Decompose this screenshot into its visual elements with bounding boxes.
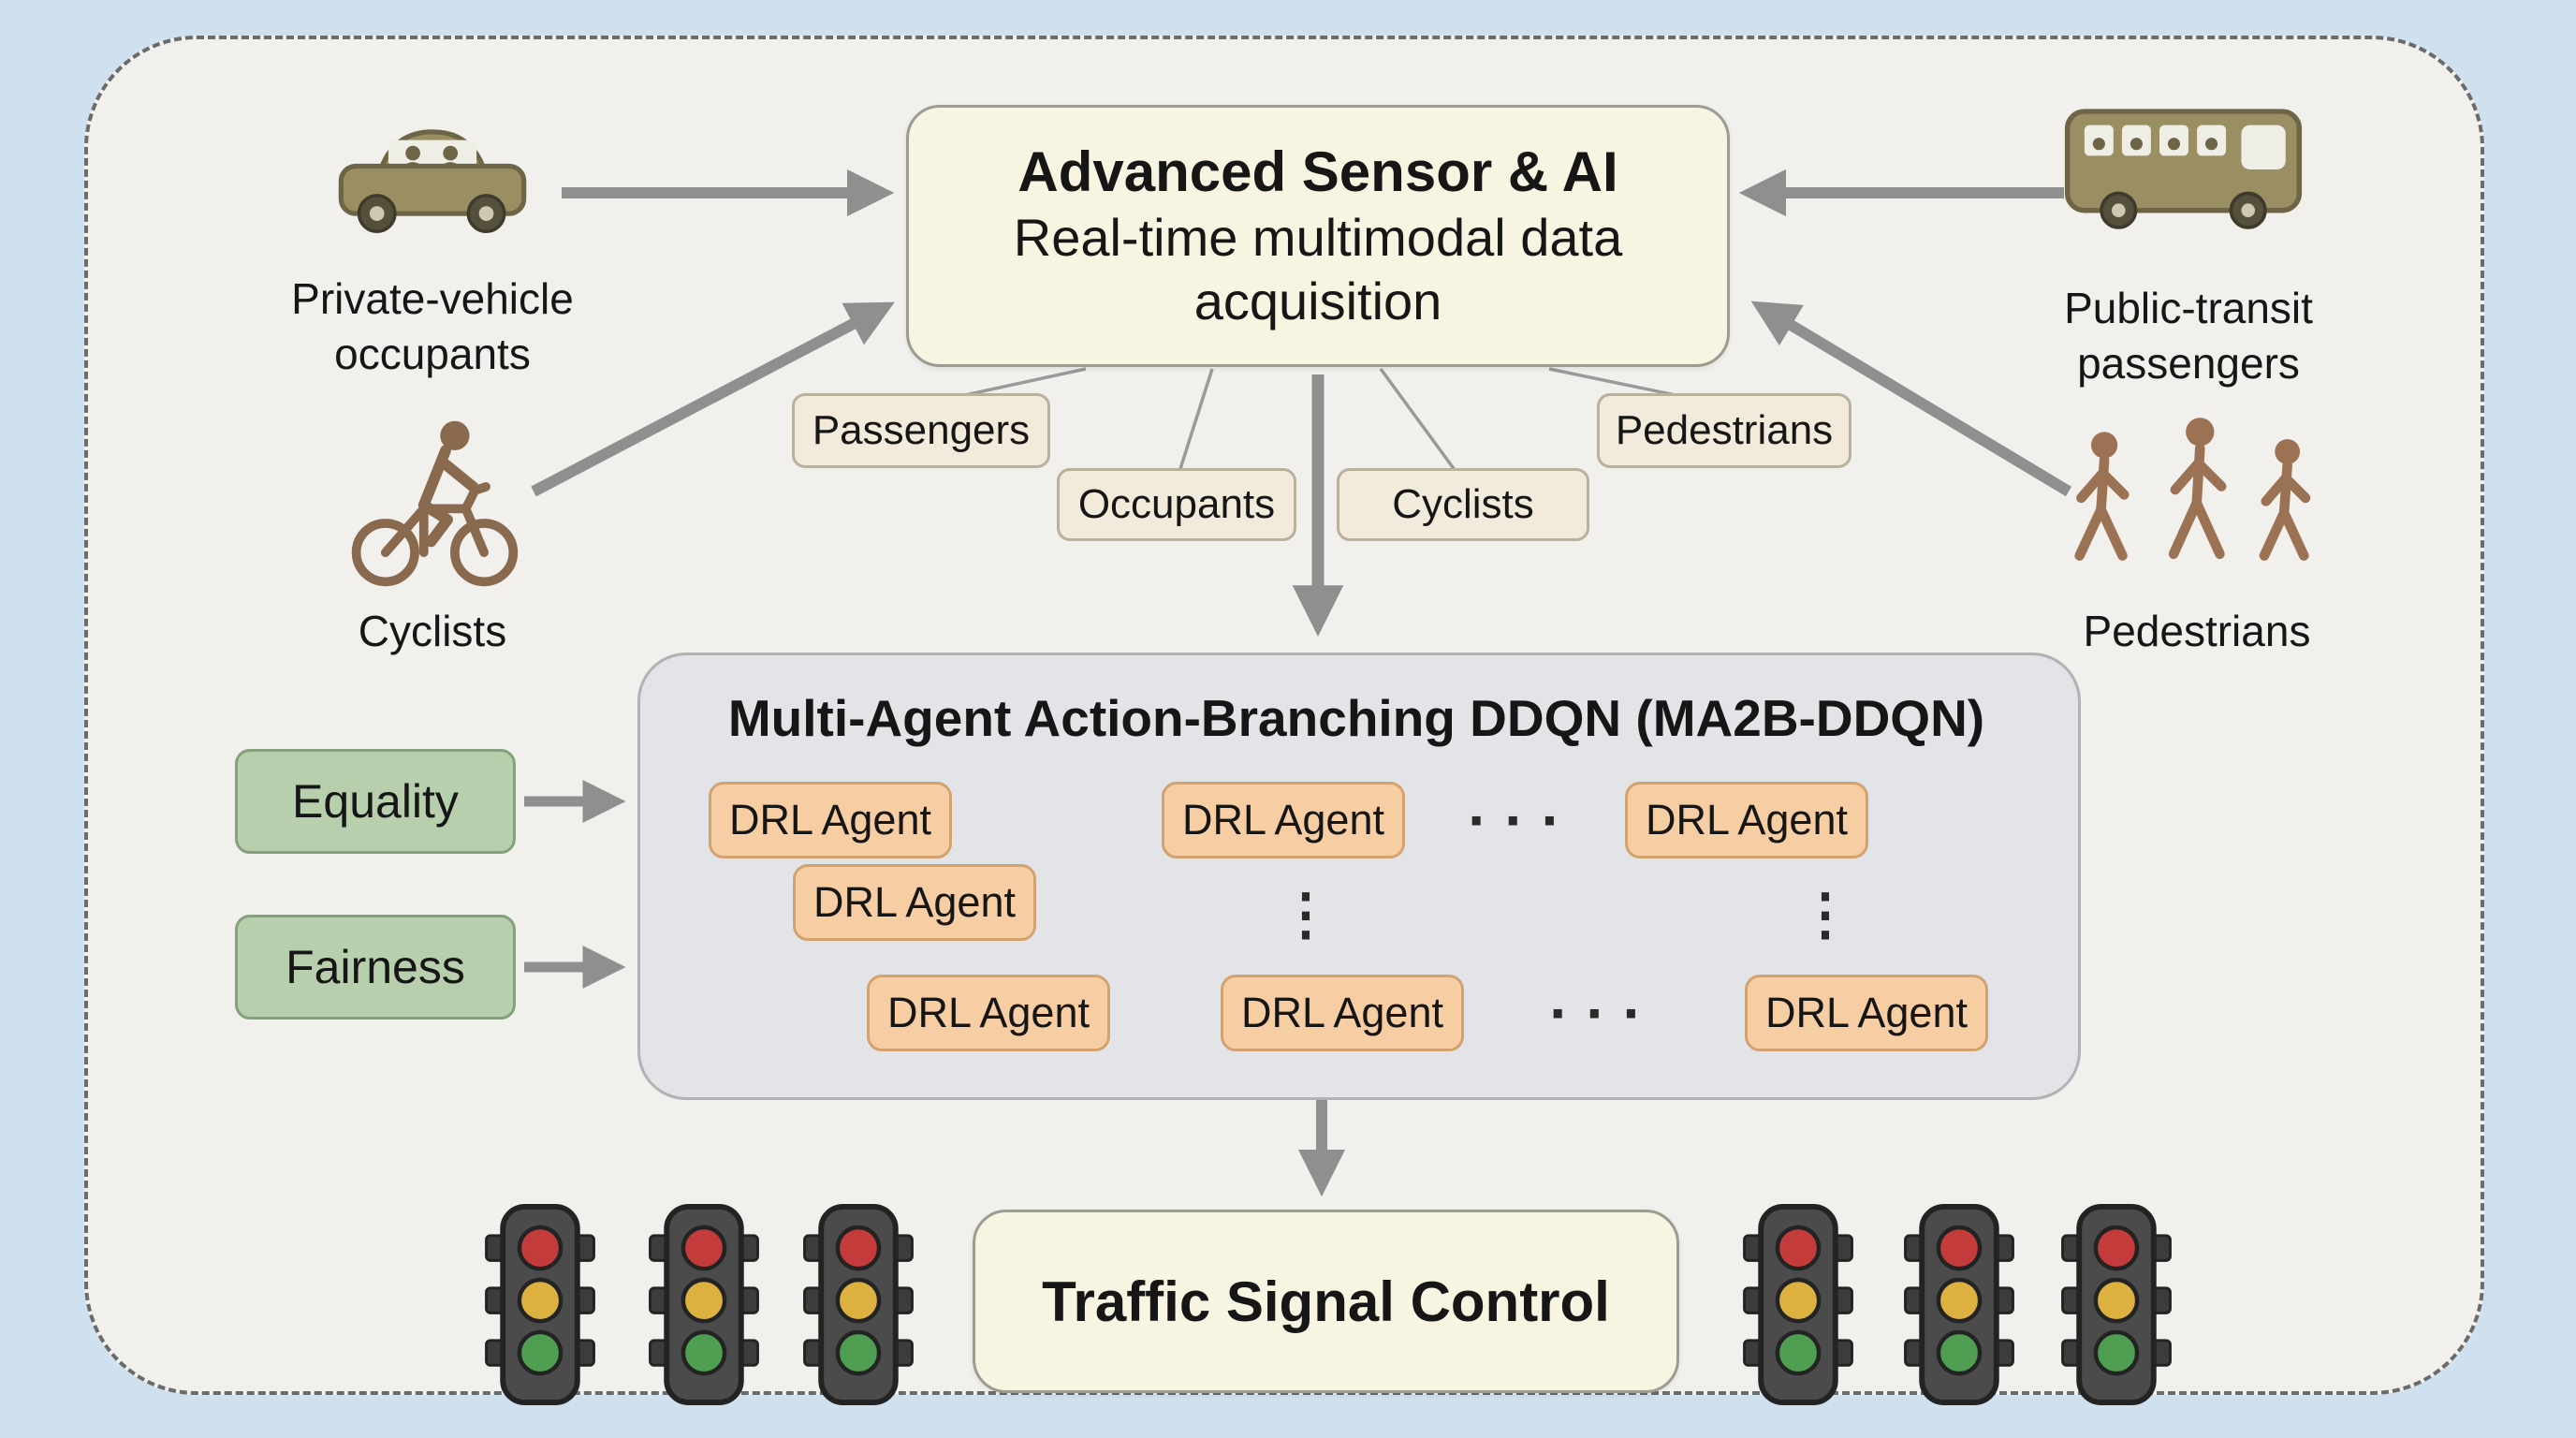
drl-agent-box: DRL Agent: [709, 782, 952, 858]
vertical-ellipsis: ⋮: [1278, 883, 1334, 946]
public-transit-label: Public-transit passengers: [2064, 284, 2313, 388]
vertical-ellipsis: ⋮: [1797, 883, 1853, 946]
equality-box: Equality: [235, 749, 516, 854]
private-vehicle-label: Private-vehicle occupants: [291, 274, 574, 378]
pedestrians-label: Pedestrians: [2083, 607, 2311, 655]
horizontal-ellipsis: · · ·: [1468, 786, 1561, 854]
horizontal-ellipsis: · · ·: [1549, 979, 1643, 1047]
fairness-box: Fairness: [235, 915, 516, 1020]
sensor-box-subtitle: Real-time multimodal data acquisition: [1013, 207, 1623, 330]
traffic-signal-control-box: Traffic Signal Control: [973, 1210, 1679, 1393]
traffic-signal-control-label: Traffic Signal Control: [1042, 1269, 1610, 1333]
drl-agent-box: DRL Agent: [1162, 782, 1405, 858]
cyclists-label: Cyclists: [358, 607, 507, 655]
drl-agent-box: DRL Agent: [867, 975, 1110, 1051]
data-tag-cyclists: Cyclists: [1337, 468, 1589, 541]
drl-agent-box: DRL Agent: [1221, 975, 1464, 1051]
data-tag-passengers: Passengers: [792, 393, 1050, 468]
drl-agent-box: DRL Agent: [793, 864, 1036, 941]
ma2b-ddqn-title: Multi-Agent Action-Branching DDQN (MA2B-…: [727, 689, 1985, 747]
sensor-box-title: Advanced Sensor & AI: [1017, 139, 1618, 203]
drl-agent-box: DRL Agent: [1625, 782, 1868, 858]
data-tag-occupants: Occupants: [1057, 468, 1296, 541]
data-tag-pedestrians: Pedestrians: [1597, 393, 1852, 468]
sensor-box: Advanced Sensor & AI Real-time multimoda…: [906, 105, 1730, 367]
drl-agent-box: DRL Agent: [1745, 975, 1988, 1051]
